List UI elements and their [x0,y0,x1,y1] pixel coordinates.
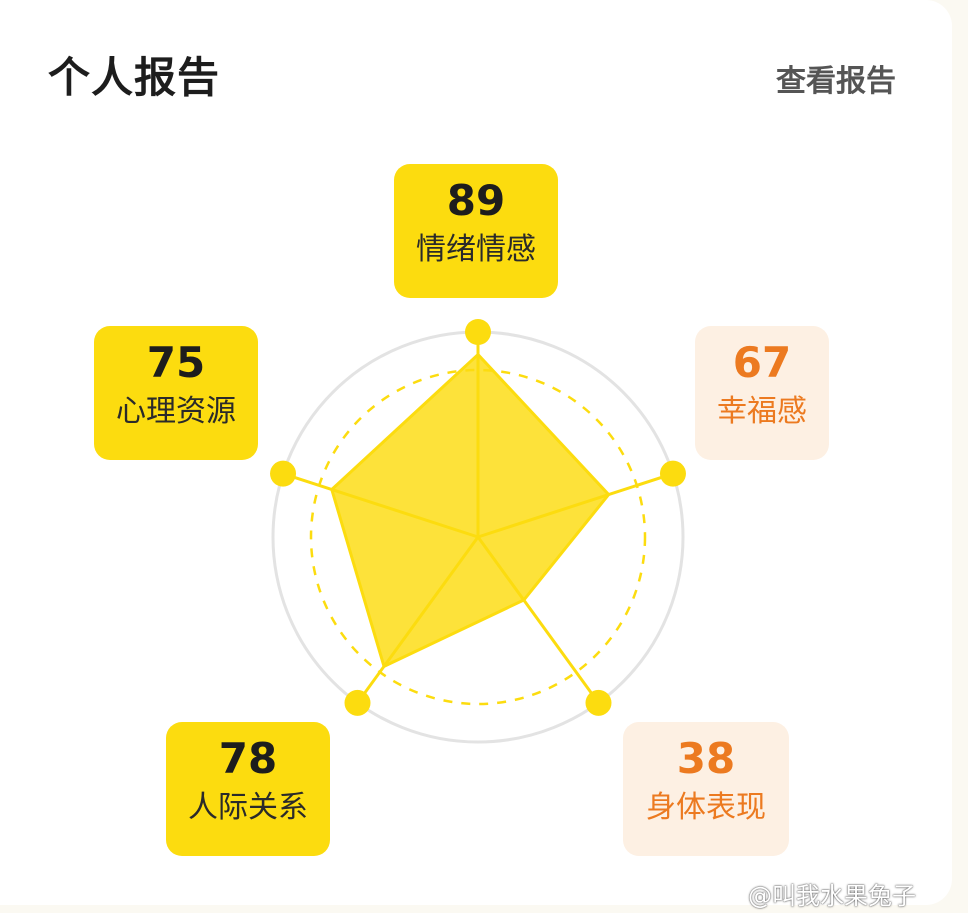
score-value: 38 [676,734,736,783]
score-box-emotion[interactable]: 89 情绪情感 [394,164,558,298]
score-label: 身体表现 [646,790,766,825]
radar-area [330,353,611,668]
score-value: 89 [446,176,506,225]
radar-axis-dot [659,460,686,487]
radar-axis [477,472,674,539]
score-value: 78 [218,734,278,783]
score-box-happiness[interactable]: 67 幸福感 [695,326,829,460]
radar-axis [282,472,479,539]
view-report-link[interactable]: 查看报告 [776,64,896,99]
score-label: 人际关系 [188,790,308,825]
score-label: 心理资源 [116,394,236,429]
radar-axis-dot [465,319,491,345]
report-card: 个人报告 查看报告 89 情绪情感 67 幸福感 38 身体表现 78 人际关系… [0,0,952,905]
score-box-psych-resources[interactable]: 75 心理资源 [94,326,258,460]
score-box-physical[interactable]: 38 身体表现 [623,722,789,856]
score-value: 75 [146,338,206,387]
radar-inner-ring [309,368,647,706]
radar-axis [356,536,480,704]
score-label: 情绪情感 [416,232,536,267]
score-label: 幸福感 [717,394,807,429]
radar-axis-dot [585,689,612,716]
watermark: @叫我水果兔子 [748,882,916,910]
score-box-relationships[interactable]: 78 人际关系 [166,722,330,856]
page-title: 个人报告 [48,53,221,102]
radar-axis [476,536,600,704]
score-value: 67 [732,338,792,387]
radar-axis-dot [344,689,371,716]
radar-axis-dot [270,460,297,487]
